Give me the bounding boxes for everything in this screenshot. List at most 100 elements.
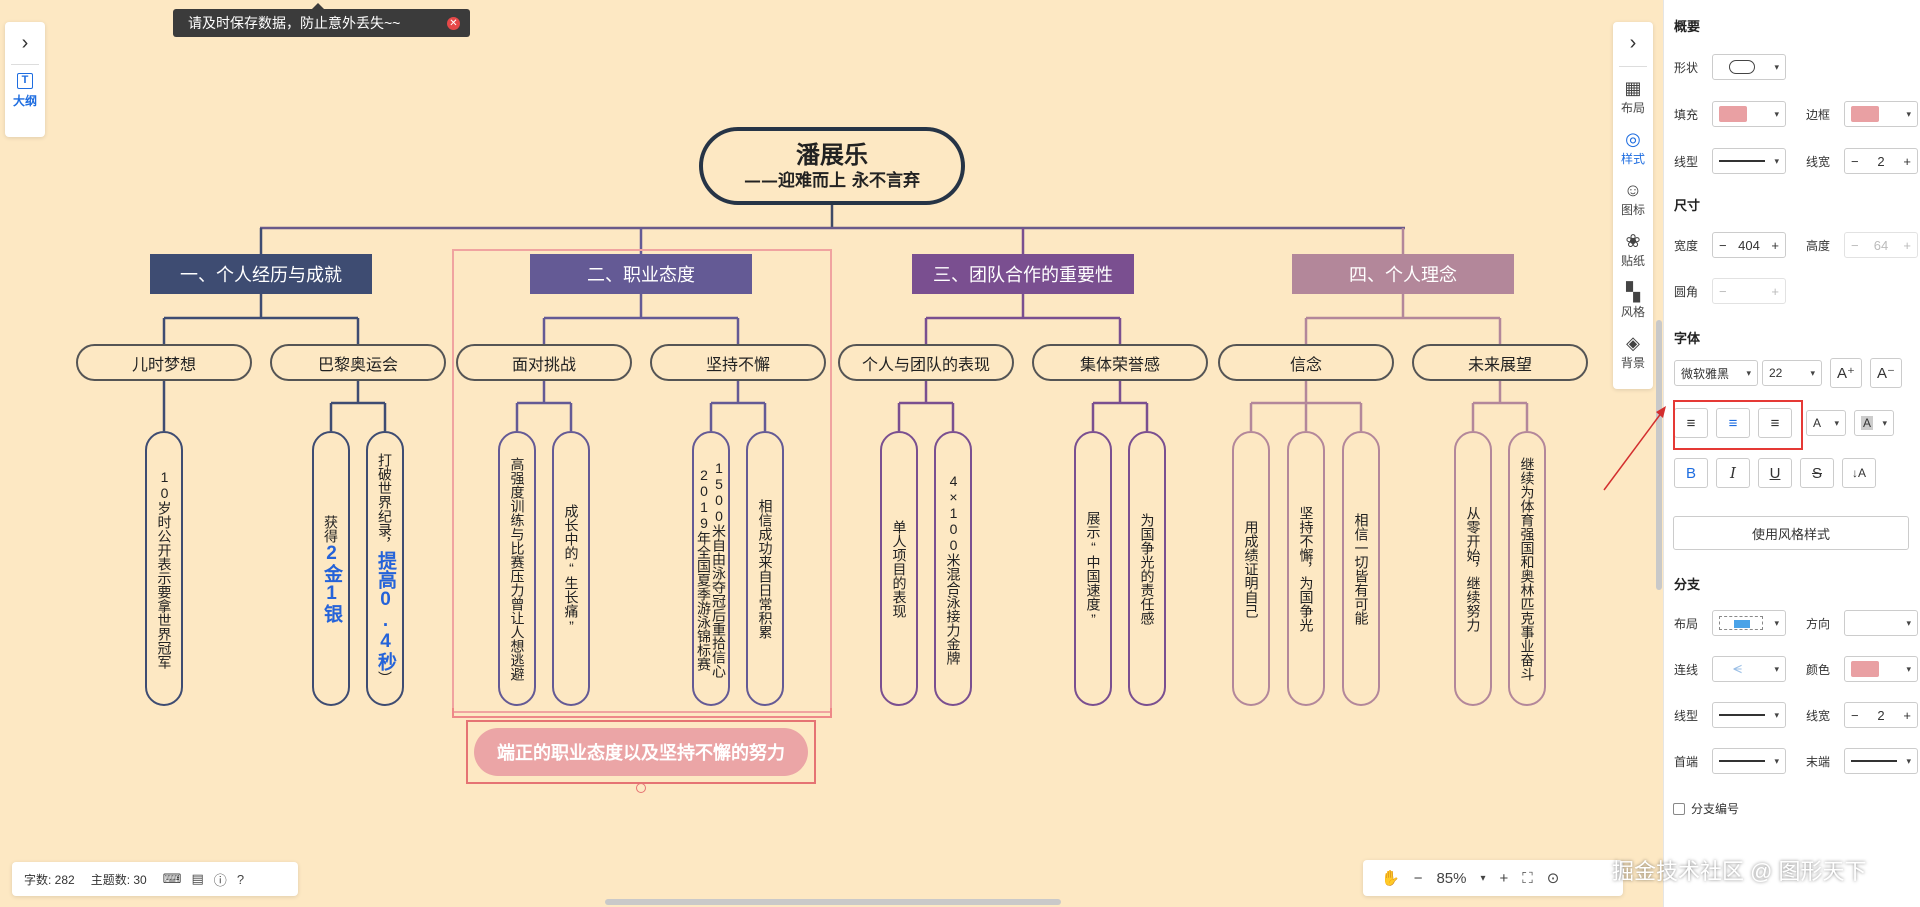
toolbar-sticker[interactable]: ❀贴纸 (1621, 230, 1645, 275)
linewidth-value[interactable]: 2 (1877, 153, 1885, 169)
outline-icon[interactable]: T (17, 73, 33, 89)
align-left-button[interactable]: ≡ (1674, 408, 1708, 438)
linetype-select[interactable]: ▾ (1712, 148, 1786, 174)
branch-color-select[interactable]: ▾ (1844, 656, 1918, 682)
linewidth-stepper[interactable]: − 2 + (1844, 148, 1918, 174)
info-icon[interactable]: ⓘ (213, 872, 227, 888)
subtopic[interactable]: 集体荣誉感 (1032, 344, 1208, 381)
font-size-select[interactable]: 22 ▾ (1762, 360, 1822, 386)
font-family-select[interactable]: 微软雅黑 ▾ (1674, 360, 1758, 386)
strikethrough-button[interactable]: S (1800, 458, 1834, 488)
font-shrink-button[interactable]: A⁻ (1870, 358, 1902, 388)
vertical-scrollbar[interactable] (1656, 320, 1662, 590)
subtopic[interactable]: 未来展望 (1412, 344, 1588, 381)
close-icon[interactable]: ✕ (447, 17, 460, 30)
root-topic[interactable]: 潘展乐 ——迎难而上 永不言弃 (699, 127, 965, 205)
connector-select[interactable]: ⪪ ▾ (1712, 656, 1786, 682)
toolbar-smiley[interactable]: ☺图标 (1621, 179, 1645, 224)
minus-icon[interactable]: − (1851, 707, 1859, 723)
subtopic[interactable]: 坚持不懈 (650, 344, 826, 381)
leaf-topic[interactable]: 继续为体育强国和奥林匹克事业奋斗 (1508, 431, 1546, 706)
branch-topic-2[interactable]: 二、职业态度 (530, 254, 752, 294)
font-color-select[interactable]: A ▾ (1806, 410, 1846, 436)
end-cap-select[interactable]: ▾ (1844, 748, 1918, 774)
minimap-icon[interactable]: ▤ (191, 871, 204, 886)
leaf-topic[interactable]: 获得2金1银 (312, 431, 350, 706)
zoom-level[interactable]: 85% (1436, 869, 1467, 887)
leaf-topic[interactable]: 从零开始，继续努力 (1454, 431, 1492, 706)
leaf-topic[interactable]: 相信一切皆有可能 (1342, 431, 1380, 706)
zoom-out-icon[interactable]: − (1413, 869, 1423, 887)
branch-topic-4[interactable]: 四、个人理念 (1292, 254, 1514, 294)
align-center-button[interactable]: ≡ (1716, 408, 1750, 438)
align-right-button[interactable]: ≡ (1758, 408, 1792, 438)
toolbar-layers[interactable]: ◈背景 (1621, 332, 1645, 377)
sort-button[interactable]: ↓A (1842, 458, 1876, 488)
mindmap-canvas[interactable]: 潘展乐 ——迎难而上 永不言弃 一、个人经历与成就儿时梦想 10岁时公开表示要拿世… (0, 0, 1660, 907)
border-color-select[interactable]: ▾ (1844, 101, 1918, 127)
leaf-topic[interactable]: 坚持不懈，为国争光 (1287, 431, 1325, 706)
direction-select[interactable]: ▾ (1844, 610, 1918, 636)
underline-button[interactable]: U (1758, 458, 1792, 488)
bold-button[interactable]: B (1674, 458, 1708, 488)
leaf-topic[interactable]: 打破世界纪录，提高0.4秒） (366, 431, 404, 706)
leaf-topic[interactable]: 高强度训练与比赛压力曾让人想逃避 (498, 431, 536, 706)
branch-topic-3[interactable]: 三、团队合作的重要性 (912, 254, 1134, 294)
leaf-topic[interactable]: 1500米自由泳夺冠后重拾信心2019年全国夏季游泳锦标赛 (692, 431, 730, 706)
leaf-topic[interactable]: 为国争光的责任感 (1128, 431, 1166, 706)
leaf-topic[interactable]: 用成绩证明自己 (1232, 431, 1270, 706)
summary-handle[interactable] (636, 783, 646, 793)
checkbox-box[interactable] (1673, 802, 1685, 815)
leaf-text: 继续为体育强国和奥林匹克事业奋斗 (1519, 456, 1536, 681)
plus-icon[interactable]: + (1903, 153, 1911, 169)
start-cap-select[interactable]: ▾ (1712, 748, 1786, 774)
horizontal-scrollbar[interactable] (605, 899, 1061, 905)
branch-linewidth-stepper[interactable]: − 2 + (1844, 702, 1918, 728)
width-stepper[interactable]: − 404 + (1712, 232, 1786, 258)
italic-button[interactable]: I (1716, 458, 1750, 488)
help-icon[interactable]: ? (236, 871, 245, 887)
outline-label[interactable]: 大纲 (12, 94, 37, 108)
subtopic[interactable]: 儿时梦想 (76, 344, 252, 381)
use-style-button[interactable]: 使用风格样式 (1673, 516, 1909, 550)
font-bg-select[interactable]: A ▾ (1854, 410, 1894, 436)
chevron-down-icon[interactable]: ▾ (1480, 872, 1486, 884)
minus-icon[interactable]: − (1851, 153, 1859, 169)
branch-linewidth-value[interactable]: 2 (1877, 707, 1885, 723)
collapse-chevron-icon[interactable]: › (1629, 32, 1637, 54)
branch-topic-1[interactable]: 一、个人经历与成就 (150, 254, 372, 294)
toolbar-theme[interactable]: ▚风格 (1621, 281, 1645, 326)
fill-color-select[interactable]: ▾ (1712, 101, 1786, 127)
leaf-topic[interactable]: 成长中的“生长痛” (552, 431, 590, 706)
plus-icon[interactable]: + (1903, 707, 1911, 723)
fit-screen-icon[interactable]: ⛶ (1522, 869, 1533, 887)
leaf-topic[interactable]: 10岁时公开表示要拿世界冠军 (145, 431, 183, 706)
keyboard-icon[interactable]: ⌨ (162, 871, 182, 886)
width-value[interactable]: 404 (1738, 237, 1760, 253)
leaf-topic[interactable]: 相信成功来自日常积累 (746, 431, 784, 706)
subtopic[interactable]: 面对挑战 (456, 344, 632, 381)
font-grow-button[interactable]: A⁺ (1830, 358, 1862, 388)
branch-linetype-select[interactable]: ▾ (1712, 702, 1786, 728)
subtopic[interactable]: 个人与团队的表现 (838, 344, 1014, 381)
branch-layout-select[interactable]: ▾ (1712, 610, 1786, 636)
border-label: 边框 (1806, 107, 1831, 122)
leaf-topic[interactable]: 展示“中国速度” (1074, 431, 1112, 706)
subtopic[interactable]: 信念 (1218, 344, 1394, 381)
toolbar-palette[interactable]: ◎样式 (1621, 128, 1645, 173)
plus-icon[interactable]: + (1771, 237, 1779, 253)
shape-select[interactable]: ▾ (1712, 54, 1786, 80)
toolbar-layout[interactable]: ▦布局 (1621, 77, 1645, 122)
zoom-in-icon[interactable]: + (1499, 869, 1509, 887)
align-left-icon: ≡ (1686, 414, 1696, 432)
subtopic-label: 儿时梦想 (131, 356, 196, 374)
subtopic[interactable]: 巴黎奥运会 (270, 344, 446, 381)
leaf-topic[interactable]: 4×100米混合泳接力金牌 (934, 431, 972, 706)
branch-numbering-checkbox[interactable]: 分支编号 (1673, 800, 1739, 817)
leaf-topic[interactable]: 单人项目的表现 (880, 431, 918, 706)
summary-topic[interactable]: 端正的职业态度以及坚持不懈的努力 (466, 720, 816, 784)
expand-chevron-icon[interactable]: › (21, 32, 29, 54)
hand-icon[interactable]: ✋ (1381, 870, 1400, 887)
minus-icon[interactable]: − (1719, 237, 1727, 253)
locate-icon[interactable]: ⊙ (1546, 870, 1560, 887)
